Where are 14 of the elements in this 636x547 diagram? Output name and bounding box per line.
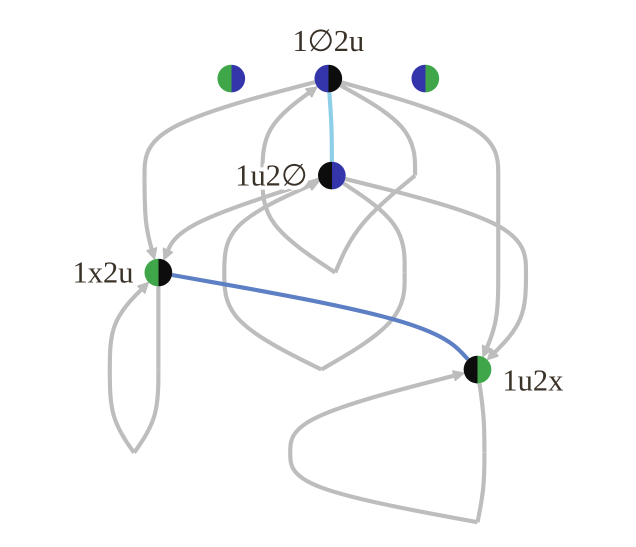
node-circle — [464, 356, 492, 384]
state-caption: 1u2x — [502, 363, 564, 398]
connector — [327, 92, 334, 162]
state-caption: 1u2∅ — [235, 158, 307, 192]
arrow — [162, 178, 320, 260]
node-circle — [217, 64, 246, 92]
state-caption: 1∅2u — [292, 24, 364, 58]
arrow — [142, 80, 316, 260]
arrow — [341, 80, 500, 358]
node-circle — [314, 64, 342, 92]
state-caption: 1x2u — [72, 255, 134, 290]
node-circle — [411, 64, 440, 92]
node-circle — [318, 162, 346, 190]
node-circle — [144, 258, 172, 286]
